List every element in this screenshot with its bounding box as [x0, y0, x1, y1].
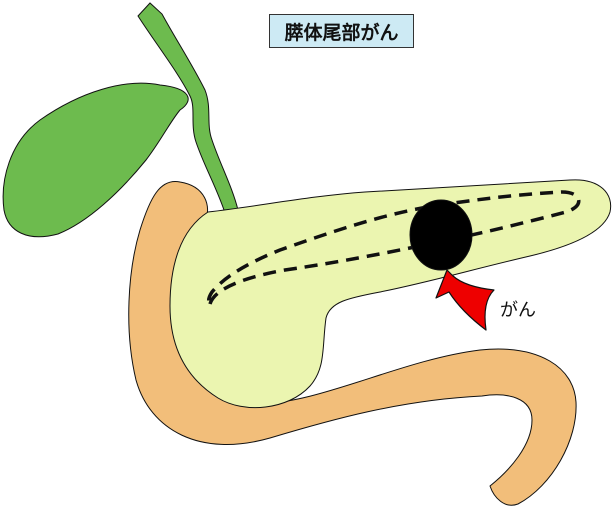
diagram-title: 膵体尾部がん — [284, 21, 399, 44]
gallbladder — [2, 82, 189, 238]
tumor — [409, 199, 473, 271]
pointer-arrow — [435, 269, 495, 331]
tumor-label: がん — [500, 300, 536, 321]
title-box: 膵体尾部がん — [269, 14, 414, 48]
pancreas — [169, 179, 612, 409]
pancreatic-duct — [206, 190, 581, 306]
